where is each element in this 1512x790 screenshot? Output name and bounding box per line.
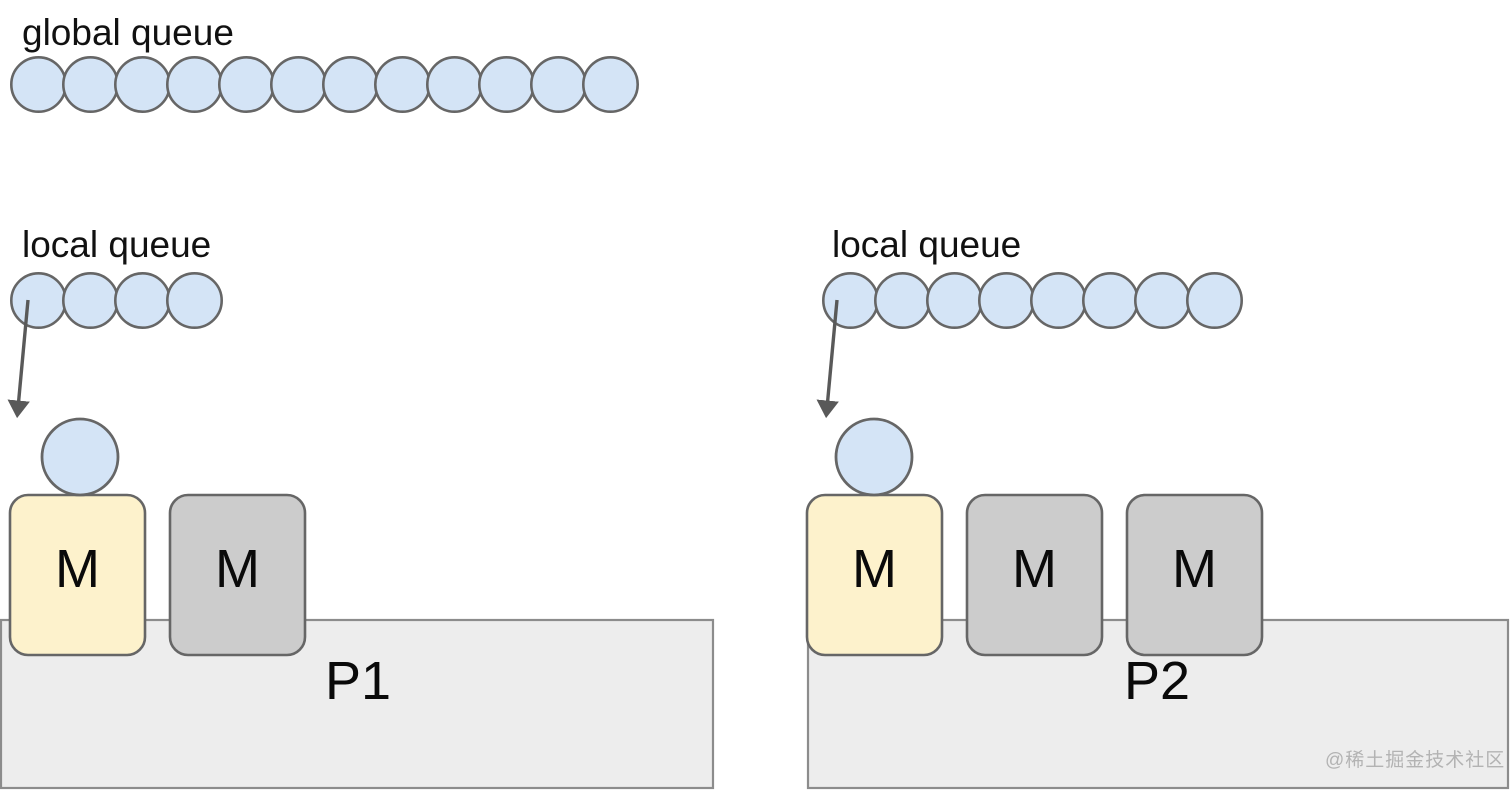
machine-box-p2-1[interactable] bbox=[805, 493, 944, 657]
local-queue-goroutine-icon-p1 bbox=[114, 271, 172, 329]
machine-box-p1-1[interactable] bbox=[8, 493, 147, 657]
machine-box-p2-2[interactable] bbox=[965, 493, 1104, 657]
local-queue-goroutine-icon-p2 bbox=[1082, 271, 1140, 329]
machine-box-p2-3[interactable] bbox=[1125, 493, 1264, 657]
machine-boxes-group bbox=[8, 493, 1264, 657]
global-queue-goroutine-icon bbox=[218, 55, 276, 114]
dispatch-arrow-icon-p1 bbox=[7, 299, 30, 419]
global-queue-goroutine-icon bbox=[477, 55, 535, 114]
global-queue-goroutine-icon bbox=[529, 55, 587, 114]
local-queue-goroutine-icon-p1 bbox=[9, 271, 68, 329]
local-queue-goroutine-icon-p2 bbox=[1030, 271, 1088, 329]
global-queue-goroutine-icon bbox=[61, 55, 120, 114]
global-queue-goroutine-icon bbox=[114, 55, 172, 114]
global-queue-goroutine-icon bbox=[269, 55, 327, 114]
running-goroutine-icon-p1 bbox=[40, 417, 120, 497]
machine-box-p1-2[interactable] bbox=[168, 493, 307, 657]
local-queue-goroutine-icon-p2 bbox=[977, 271, 1035, 329]
global-queue-goroutine-icon bbox=[373, 55, 431, 114]
local-queue-goroutine-icon-p2 bbox=[873, 271, 931, 329]
local-queue-goroutine-icon-p2 bbox=[821, 271, 879, 329]
global-queue-goroutine-icon bbox=[425, 55, 483, 114]
local-queue-goroutine-icon-p2 bbox=[1134, 271, 1192, 329]
local-queue-goroutine-icon-p2 bbox=[1186, 271, 1244, 329]
global-queue-goroutine-icon bbox=[581, 55, 639, 114]
queues-group bbox=[9, 55, 1244, 329]
local-queue-goroutine-icon-p1 bbox=[166, 271, 224, 329]
global-queue-goroutine-icon bbox=[9, 55, 68, 114]
global-queue-goroutine-icon bbox=[321, 55, 379, 114]
dispatch-arrows-group bbox=[7, 299, 839, 419]
local-queue-goroutine-icon-p2 bbox=[925, 271, 983, 329]
running-goroutine-icon-p2 bbox=[834, 417, 914, 497]
local-queue-goroutine-icon-p1 bbox=[61, 271, 120, 329]
dispatch-arrow-icon-p2 bbox=[816, 299, 839, 419]
global-queue-goroutine-icon bbox=[166, 55, 224, 114]
running-goroutines-group bbox=[40, 417, 914, 497]
